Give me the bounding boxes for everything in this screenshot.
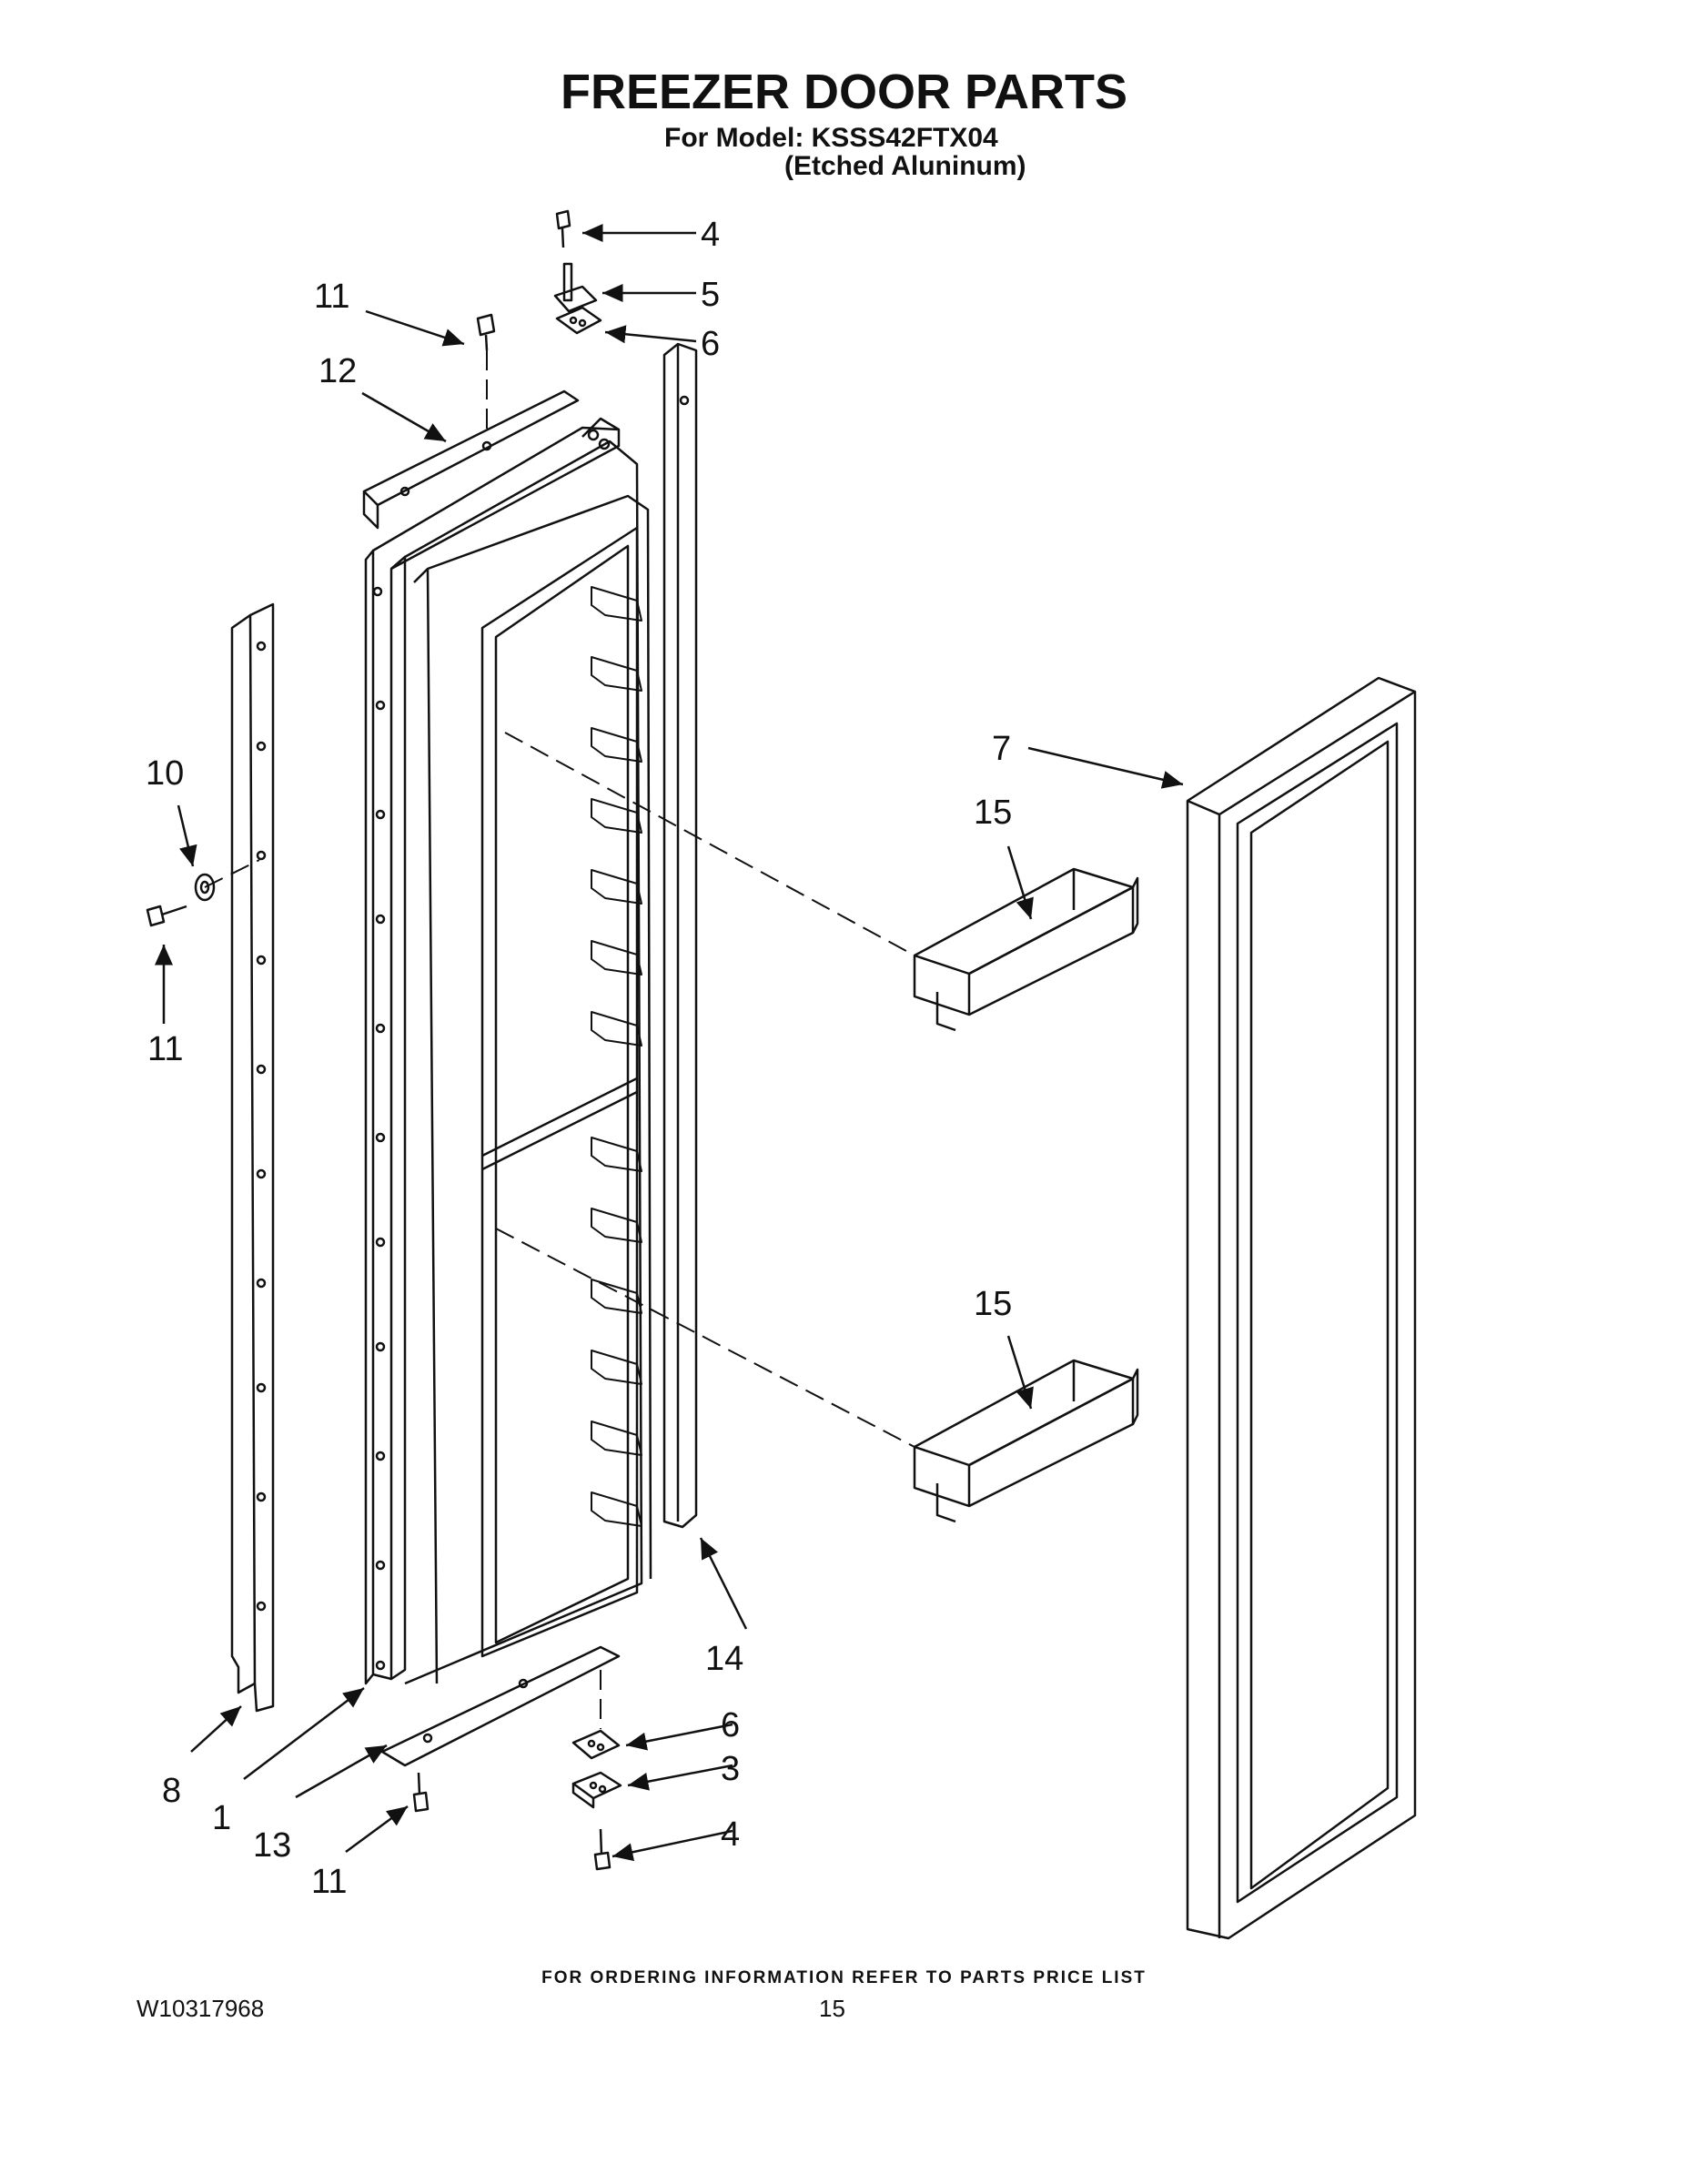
callout-11-top: 11	[314, 278, 349, 316]
callout-10: 10	[146, 754, 184, 793]
part-6-bottom-shim	[571, 1729, 621, 1760]
callout-5: 5	[701, 276, 720, 314]
ordering-note: FOR ORDERING INFORMATION REFER TO PARTS …	[541, 1968, 1147, 1987]
model-line: For Model: KSSS42FTX04	[664, 123, 998, 153]
part-1-door-liner	[364, 417, 652, 1685]
callout-1: 1	[212, 1799, 231, 1837]
callout-7: 7	[992, 730, 1011, 768]
part-14-seal-strip	[662, 342, 698, 1529]
part-10-washer	[194, 873, 216, 902]
callout-3: 3	[721, 1750, 740, 1788]
liner-shelf-hooks	[591, 586, 642, 1527]
callout-labels: 4 5 6 11 12 7 15 10 11 15 14 6 3 4 8 1 1…	[146, 216, 1012, 1901]
part-7-door-gasket	[1186, 676, 1417, 1940]
part-5-top-hinge	[553, 262, 598, 313]
leader-arrows	[155, 224, 1184, 1862]
page-number: 15	[819, 1995, 845, 2022]
part-11-bottom-screw	[412, 1772, 430, 1813]
assembly-lines	[204, 350, 915, 1729]
part-15-door-bin-upper	[913, 867, 1139, 1032]
part-4-bottom-screw	[593, 1828, 612, 1871]
callout-13: 13	[253, 1826, 291, 1865]
finish-line: (Etched Aluninum)	[784, 151, 1026, 181]
callout-11-bottom: 11	[311, 1863, 347, 1901]
callout-12: 12	[318, 352, 357, 390]
callout-4-bottom: 4	[721, 1815, 740, 1854]
callout-11-side: 11	[147, 1030, 183, 1068]
callout-15-upper: 15	[974, 794, 1012, 832]
callout-15-lower: 15	[974, 1285, 1012, 1323]
part-6-top-shim	[555, 306, 602, 335]
callout-8: 8	[162, 1772, 181, 1810]
part-11-top-screw	[476, 313, 496, 351]
part-3-bottom-hinge	[571, 1771, 622, 1809]
part-4-top-screw	[555, 209, 571, 248]
part-8-side-strip	[230, 602, 275, 1713]
part-11-side-screw	[146, 905, 187, 927]
callout-4-top: 4	[701, 216, 720, 254]
part-12-top-trim	[362, 389, 580, 530]
callout-14: 14	[705, 1640, 743, 1678]
page-title: FREEZER DOOR PARTS	[560, 65, 1128, 119]
callout-6-bottom: 6	[721, 1706, 740, 1744]
part-15-door-bin-lower	[913, 1359, 1139, 1523]
document-number: W10317968	[136, 1995, 265, 2022]
part-13-bottom-trim	[380, 1645, 621, 1767]
callout-6-top: 6	[701, 325, 720, 363]
